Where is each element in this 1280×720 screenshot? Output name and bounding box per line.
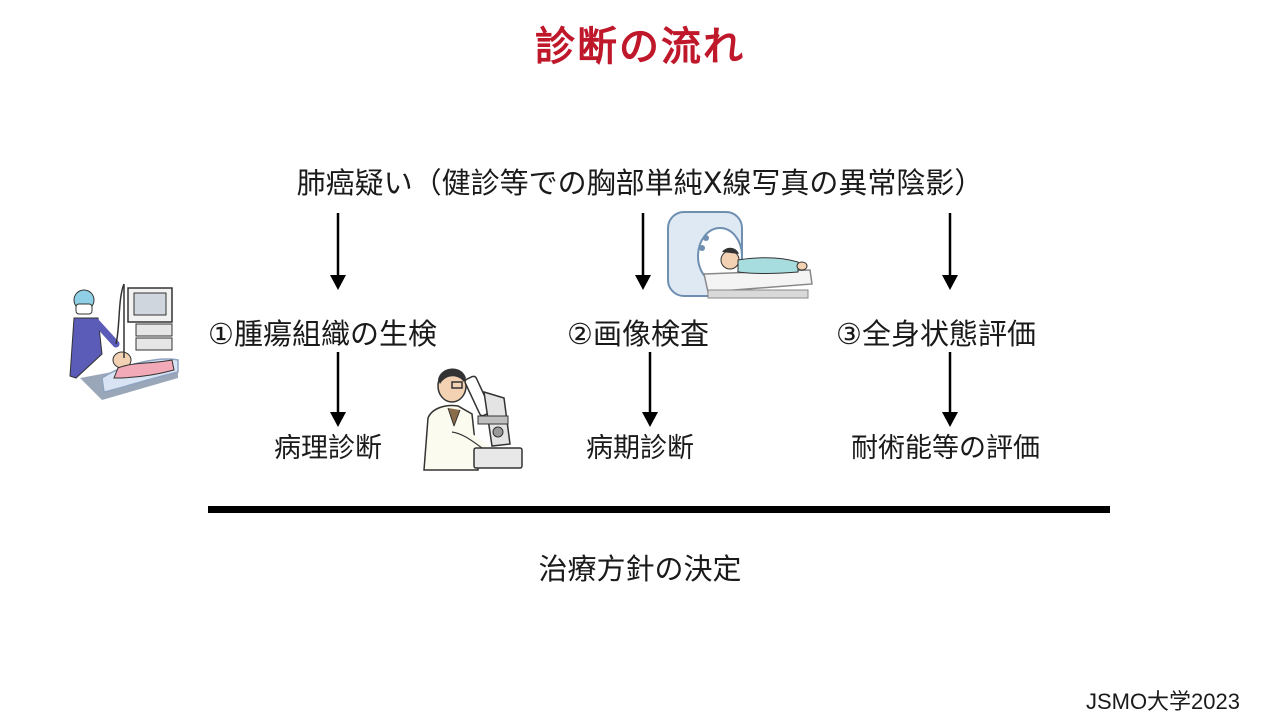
arrow-down-icon [635, 213, 651, 290]
result-pathology: 病理診断 [274, 433, 382, 464]
step-biopsy: ①腫瘍組織の生検 [208, 317, 437, 351]
arrow-down-icon [942, 352, 958, 427]
step-general-condition: ③全身状態評価 [836, 317, 1036, 351]
treatment-decision-text: 治療方針の決定 [538, 552, 742, 586]
microscope-doctor-illustration [423, 368, 523, 471]
result-operability: 耐術能等の評価 [851, 433, 1040, 464]
ct-scanner-illustration [667, 211, 813, 299]
footer-credit: JSMO大学2023 [1085, 689, 1240, 714]
slide-title: 診断の流れ [535, 24, 745, 70]
suspected-lung-cancer-text: 肺癌疑い（健診等での胸部単純X線写真の異常陰影） [296, 166, 984, 200]
arrow-down-icon [942, 213, 958, 290]
arrow-down-icon [330, 213, 346, 290]
arrow-down-icon [330, 352, 346, 427]
divider-bar [208, 506, 1110, 513]
arrow-down-icon [642, 352, 658, 427]
result-staging: 病期診断 [586, 433, 694, 464]
endoscopy-illustration [69, 283, 179, 400]
step-imaging: ②画像検査 [567, 317, 709, 351]
